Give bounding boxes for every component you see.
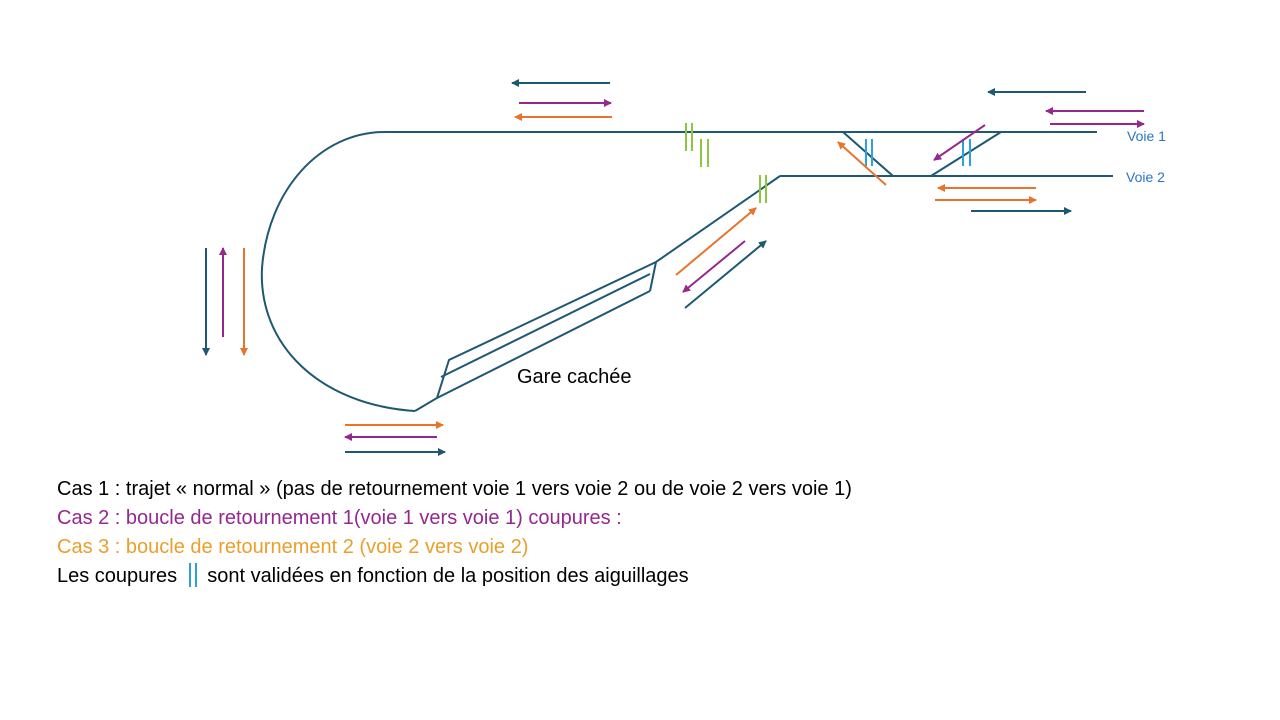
legend-cas-2: Cas 2 : boucle de retournement 1(voie 1 …: [57, 507, 622, 529]
arrow-cas2-crossover: [933, 124, 986, 161]
voie-2-label: Voie 2: [1126, 169, 1165, 185]
legend-note-before: Les coupures: [57, 565, 178, 587]
arrow-cas2-diagonal: [682, 240, 746, 293]
voie-1-label: Voie 1: [1127, 128, 1166, 144]
hidden-station-track-b: [436, 290, 651, 399]
legend: Cas 1 : trajet « normal » (pas de retour…: [57, 475, 852, 591]
legend-cas-3: Cas 3 : boucle de retournement 2 (voie 2…: [57, 536, 529, 558]
legend-note-after: sont validées en fonction de la position…: [207, 565, 689, 587]
hidden-station-track-a: [440, 273, 651, 378]
arrow-cas3-crossover: [837, 141, 887, 186]
crossover-2: [930, 131, 1002, 177]
return-loop-curve: [260, 131, 416, 412]
blue-cut-icon: [188, 563, 199, 587]
arrow-cas3-diagonal: [675, 207, 757, 276]
tracks: [260, 131, 1113, 412]
crossover-1: [842, 131, 894, 177]
legend-note: Les coupures sont validées en fonction d…: [57, 562, 852, 591]
hidden-station-label: Gare cachée: [517, 366, 632, 388]
track-cuts: [685, 123, 971, 203]
hidden-station-connector: [414, 175, 781, 412]
arrow-cas1-diagonal: [684, 240, 767, 309]
hidden-station-buffer: [649, 261, 657, 292]
direction-arrows: [202, 79, 1145, 456]
legend-cas-1: Cas 1 : trajet « normal » (pas de retour…: [57, 478, 852, 500]
